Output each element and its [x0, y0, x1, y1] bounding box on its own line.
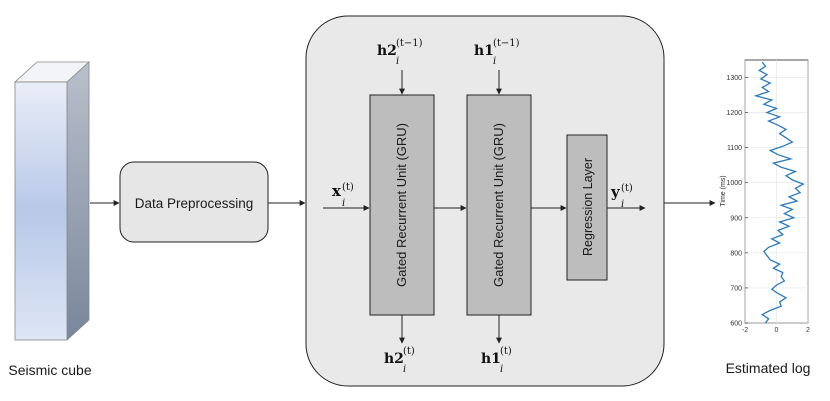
seismic-cube: [13, 61, 91, 341]
log-ytick-label: 800: [730, 250, 742, 257]
h1-prev-label: h1 i (t−1): [474, 38, 520, 67]
log-ytick-label: 1300: [726, 75, 742, 82]
log-xtick-label: 2: [806, 327, 810, 334]
log-ytick-label: 900: [730, 215, 742, 222]
svg-text:h2: h2: [384, 351, 404, 367]
data-preprocessing-label: Data Preprocessing: [135, 196, 254, 211]
log-ytick-label: 1200: [726, 110, 742, 117]
svg-text:h1: h1: [481, 351, 501, 367]
regression-layer-block: [566, 134, 608, 281]
svg-text:(t): (t): [403, 346, 415, 357]
seismic-cube-label: Seismic cube: [8, 362, 91, 378]
svg-text:(t−1): (t−1): [396, 38, 423, 49]
data-preprocessing-box: [119, 161, 269, 243]
log-ytick-label: 1000: [726, 180, 742, 187]
x-input-label: x i (t): [332, 182, 354, 209]
log-xticks: -2 0 2: [742, 327, 810, 334]
svg-text:(t−1): (t−1): [493, 38, 520, 49]
regression-layer-label: Regression Layer: [581, 158, 595, 256]
h1-out-label: h1 i (t): [481, 346, 512, 375]
svg-text:i: i: [493, 56, 496, 67]
svg-text:i: i: [396, 56, 399, 67]
gru-block-1-label: Gated Recurrent Unit (GRU): [491, 123, 506, 287]
estimated-log-label: Estimated log: [726, 360, 811, 376]
log-yticks: 600 700 800 900 1000 1100 1200 1300: [726, 75, 748, 328]
log-ytick-label: 700: [730, 285, 742, 292]
svg-text:h1: h1: [474, 43, 494, 59]
y-output-label: y i (t): [610, 183, 633, 210]
svg-text:h2: h2: [377, 43, 397, 59]
log-xtick-label: -2: [742, 327, 748, 334]
svg-text:(t): (t): [500, 346, 512, 357]
h2-out-label: h2 i (t): [384, 346, 415, 375]
estimated-log-chart: 600 700 800 900 1000 1100 1200 1300 -2 0 2 Time (…: [720, 59, 810, 334]
svg-text:i: i: [621, 199, 624, 210]
log-ytick-label: 600: [730, 321, 742, 328]
log-xtick-label: 0: [775, 327, 779, 334]
svg-text:i: i: [500, 364, 503, 375]
svg-text:y: y: [610, 183, 621, 201]
log-ylabel: Time (ms): [720, 175, 727, 206]
log-grid: [744, 60, 809, 324]
log-series-line: [753, 61, 805, 324]
gru-block-2: [369, 94, 435, 316]
gru-block-2-label: Gated Recurrent Unit (GRU): [394, 123, 409, 287]
h2-prev-label: h2 i (t−1): [377, 38, 423, 67]
svg-text:i: i: [403, 364, 406, 375]
svg-text:i: i: [342, 198, 345, 209]
svg-text:(t): (t): [342, 182, 354, 193]
svg-text:(t): (t): [621, 183, 633, 194]
log-ytick-label: 1100: [727, 145, 742, 152]
svg-text:x: x: [332, 182, 342, 200]
